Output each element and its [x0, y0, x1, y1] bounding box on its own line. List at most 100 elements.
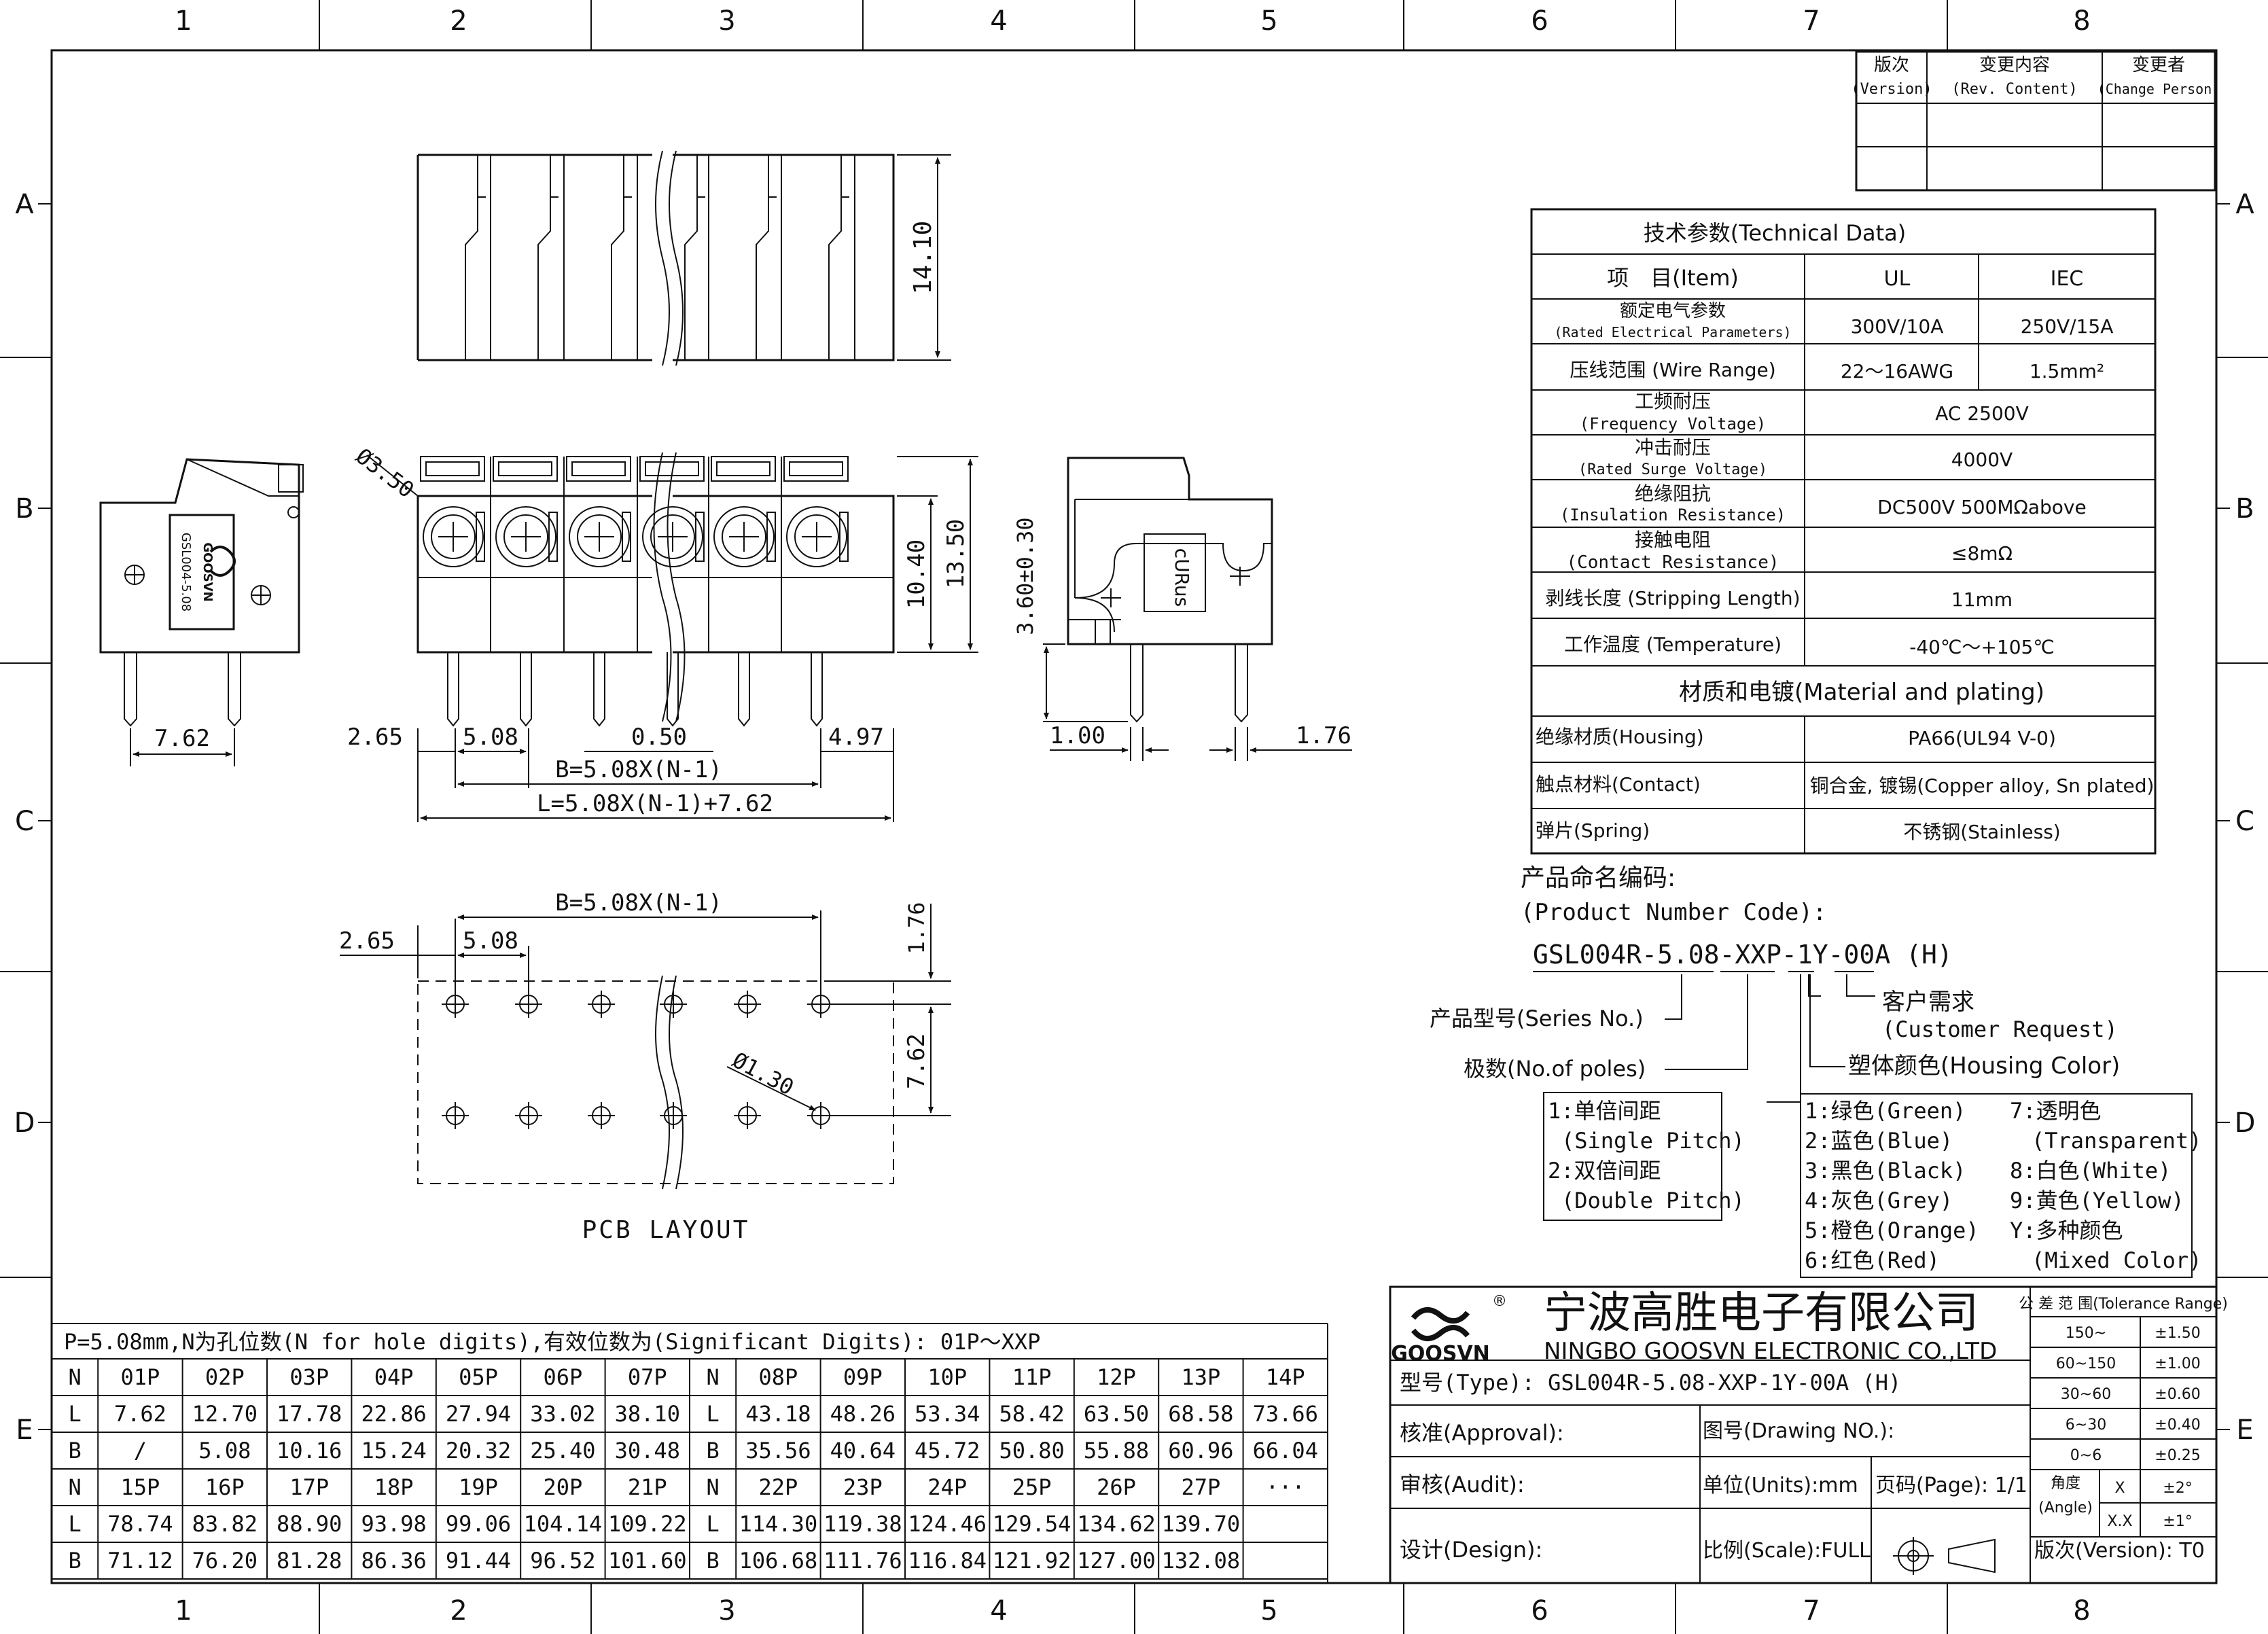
- technical-data-table: 技术参数(Technical Data) 项 目(Item) UL IEC 额定…: [1530, 208, 2157, 855]
- tolerance-value: ±1.50: [2155, 1325, 2200, 1342]
- tech-rated-cn: 额定电气参数: [1620, 301, 1726, 321]
- material-housing-label: 绝缘材质(Housing): [1536, 726, 1704, 748]
- col-number-bottom: 6: [1531, 1595, 1548, 1627]
- pole-table-cell: 91.44: [446, 1548, 511, 1574]
- dim-10-40: 10.40: [903, 539, 930, 609]
- pole-table-cell: 10.16: [277, 1438, 342, 1463]
- pc-code: GSL004R-5.08-XXP-1Y-00A (H): [1533, 940, 1953, 970]
- pcb-dim-2-65: 2.65: [339, 927, 395, 955]
- tech-freq-en: (Frequency Voltage): [1580, 414, 1767, 433]
- col-number-top: 8: [2073, 5, 2090, 37]
- pole-table-cell: 26P: [1097, 1474, 1136, 1500]
- pole-table-cell: N: [68, 1364, 81, 1390]
- pole-table-cell: 07P: [628, 1364, 667, 1390]
- pole-table-cell: 05P: [459, 1364, 498, 1390]
- pole-table-cell: 50.80: [999, 1438, 1064, 1463]
- pole-table-cell: 20P: [544, 1474, 583, 1500]
- tech-wire-iec: 1.5mm²: [2030, 360, 2104, 383]
- pole-table-cell: 5.08: [198, 1438, 251, 1463]
- title-block: 公 差 范 围(Tolerance Range)150~±1.5060~150±…: [1389, 1285, 2228, 1584]
- tech-head-iec: IEC: [2051, 267, 2084, 291]
- tech-freq-val: AC 2500V: [1935, 402, 2029, 425]
- pc-customer-en: (Customer Request): [1882, 1016, 2118, 1042]
- tech-insul-en: (Insulation Resistance): [1560, 505, 1786, 525]
- pole-table-cell: 17.78: [277, 1401, 342, 1427]
- pole-table-cell: 81.28: [277, 1548, 342, 1574]
- pole-table-cell: 58.42: [999, 1401, 1064, 1427]
- rev-head-person-en: (Change Person): [2097, 81, 2220, 97]
- pole-table-cell: 13P: [1182, 1364, 1221, 1390]
- scale: 比例(Scale):FULL: [1703, 1539, 1871, 1563]
- pole-table-cell: 15.24: [361, 1438, 426, 1463]
- tolerance-range: 30~60: [2061, 1386, 2111, 1403]
- pole-table-cell: 14P: [1266, 1364, 1305, 1390]
- tolerance-value: ±0.60: [2155, 1386, 2200, 1403]
- pcb-layout: [340, 904, 951, 1190]
- drawing-no: 图号(Drawing NO.):: [1703, 1419, 1894, 1443]
- pc-series: 产品型号(Series No.): [1430, 1006, 1644, 1031]
- angle-precision: X: [2114, 1480, 2125, 1497]
- pc-heading-cn: 产品命名编码:: [1521, 864, 1676, 892]
- tolerance-value: ±0.40: [2155, 1417, 2200, 1434]
- pc-color-right: (Transparent): [2032, 1128, 2201, 1154]
- pole-table-cell: 22.86: [361, 1401, 426, 1427]
- type-line: 型号(Type): GSL004R-5.08-XXP-1Y-00A (H): [1400, 1370, 1901, 1396]
- tech-contact-en: (Contact Resistance): [1566, 552, 1779, 573]
- pole-table-cell: 134.62: [1077, 1511, 1156, 1537]
- pole-table-cell: 09P: [843, 1364, 883, 1390]
- tolerance-range: 0~6: [2070, 1447, 2102, 1464]
- version: 版次(Version): T0: [2034, 1539, 2205, 1563]
- side-label-model: GSL004-5.08: [179, 533, 193, 611]
- pole-table-cell: 27.94: [446, 1401, 511, 1427]
- product-code: 产品命名编码: (Product Number Code): GSL004R-5…: [1430, 864, 2201, 1278]
- pole-table-cell: 20.32: [446, 1438, 511, 1463]
- formula-l: L=5.08X(N-1)+7.62: [537, 790, 773, 817]
- pole-table-cell: 06P: [544, 1364, 583, 1390]
- pole-table-cell: 27P: [1182, 1474, 1221, 1500]
- row-letter-right: C: [2235, 806, 2254, 837]
- dim-13-50: 13.50: [942, 519, 970, 588]
- pole-table-cell: 18P: [374, 1474, 414, 1500]
- pole-table-cell: 76.20: [192, 1548, 258, 1574]
- pole-table-cell: B: [706, 1548, 719, 1574]
- pole-table-cell: L: [706, 1401, 719, 1427]
- tech-strip-val: 11mm: [1951, 588, 2013, 611]
- material-housing-val: PA66(UL94 V-0): [1908, 727, 2056, 749]
- col-number-top: 3: [718, 5, 735, 37]
- pole-table-cell: 111.76: [823, 1548, 902, 1574]
- col-number-bottom: 2: [450, 1595, 467, 1627]
- angle-precision: X.X: [2107, 1513, 2132, 1530]
- pole-table-cell: L: [706, 1511, 719, 1537]
- pole-table-cell: 121.92: [993, 1548, 1071, 1574]
- tech-surge-val: 4000V: [1951, 448, 2013, 471]
- col-number-top: 1: [175, 5, 192, 37]
- col-number-top: 7: [1803, 5, 1820, 37]
- front-view: [366, 452, 978, 822]
- tech-rated-iec: 250V/15A: [2021, 315, 2114, 338]
- tech-contact-val: ≤8mΩ: [1951, 542, 2013, 565]
- pole-table-cell: L: [68, 1511, 81, 1537]
- pole-table-cell: 53.34: [915, 1401, 980, 1427]
- rev-head-version-en: (Version): [1851, 81, 1932, 98]
- pole-table-cell: 12P: [1097, 1364, 1136, 1390]
- pc-color-left: 6:红色(Red): [1805, 1247, 1940, 1273]
- tolerance-title: 公 差 范 围(Tolerance Range): [2019, 1296, 2228, 1313]
- pole-table-cell: 25P: [1012, 1474, 1052, 1500]
- tech-head-ul: UL: [1884, 267, 1911, 291]
- angle-en: (Angle): [2038, 1499, 2093, 1516]
- tolerance-value: ±0.25: [2155, 1447, 2200, 1464]
- dim-5-08: 5.08: [463, 724, 518, 751]
- pole-table-cell: 43.18: [745, 1401, 811, 1427]
- tech-head-item: 项 目(Item): [1607, 265, 1739, 291]
- pc-poles: 极数(No.of poles): [1464, 1056, 1646, 1082]
- pole-table-cell: 116.84: [908, 1548, 987, 1574]
- pole-table-cell: 17P: [289, 1474, 329, 1500]
- pole-table-cell: 48.26: [830, 1401, 896, 1427]
- tech-rated-en: (Rated Electrical Parameters): [1554, 324, 1791, 340]
- top-view: [417, 150, 951, 366]
- pole-table-cell: 16P: [205, 1474, 245, 1500]
- col-number-top: 6: [1531, 5, 1548, 37]
- row-letter-right: B: [2235, 493, 2254, 525]
- ul-mark-icon: cURus: [1171, 548, 1193, 607]
